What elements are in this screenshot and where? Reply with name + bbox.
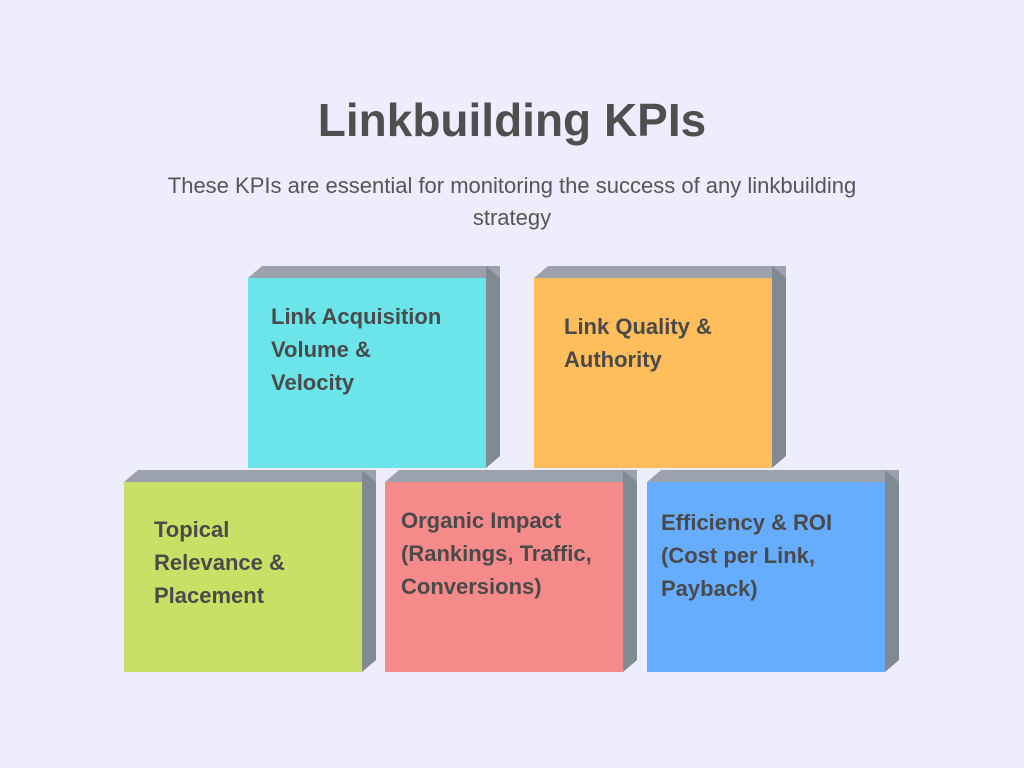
kpi-block-top-edge [124,470,376,482]
kpi-block-side-edge [486,266,500,468]
kpi-block-link-acquisition: Link Acquisition Volume & Velocity [248,266,500,468]
kpi-block-organic-impact: Organic Impact (Rankings, Traffic, Conve… [385,470,637,672]
kpi-block-top-edge [647,470,899,482]
kpi-block-label: Organic Impact (Rankings, Traffic, Conve… [401,508,592,599]
kpi-block-efficiency-roi: Efficiency & ROI (Cost per Link, Payback… [647,470,899,672]
kpi-block-side-edge [772,266,786,468]
kpi-block-top-edge [385,470,637,482]
kpi-block-top-edge [534,266,786,278]
kpi-block-label: Topical Relevance & Placement [154,517,285,608]
kpi-block-face: Organic Impact (Rankings, Traffic, Conve… [385,482,623,672]
kpi-block-topical-relevance: Topical Relevance & Placement [124,470,376,672]
page-subtitle: These KPIs are essential for monitoring … [167,173,857,230]
kpi-block-face: Topical Relevance & Placement [124,482,362,672]
kpi-block-face: Link Acquisition Volume & Velocity [248,278,486,468]
page-title: Linkbuilding KPIs [317,94,707,146]
kpi-block-face: Efficiency & ROI (Cost per Link, Payback… [647,482,885,672]
kpi-block-link-quality: Link Quality & Authority [534,266,786,468]
kpi-block-side-edge [885,470,899,672]
kpi-block-side-edge [623,470,637,672]
kpi-block-label: Link Acquisition Volume & Velocity [271,304,442,395]
kpi-block-top-edge [248,266,500,278]
kpi-block-face: Link Quality & Authority [534,278,772,468]
kpi-block-label: Efficiency & ROI (Cost per Link, Payback… [661,510,833,601]
kpi-block-label: Link Quality & Authority [564,314,712,372]
kpi-block-side-edge [362,470,376,672]
